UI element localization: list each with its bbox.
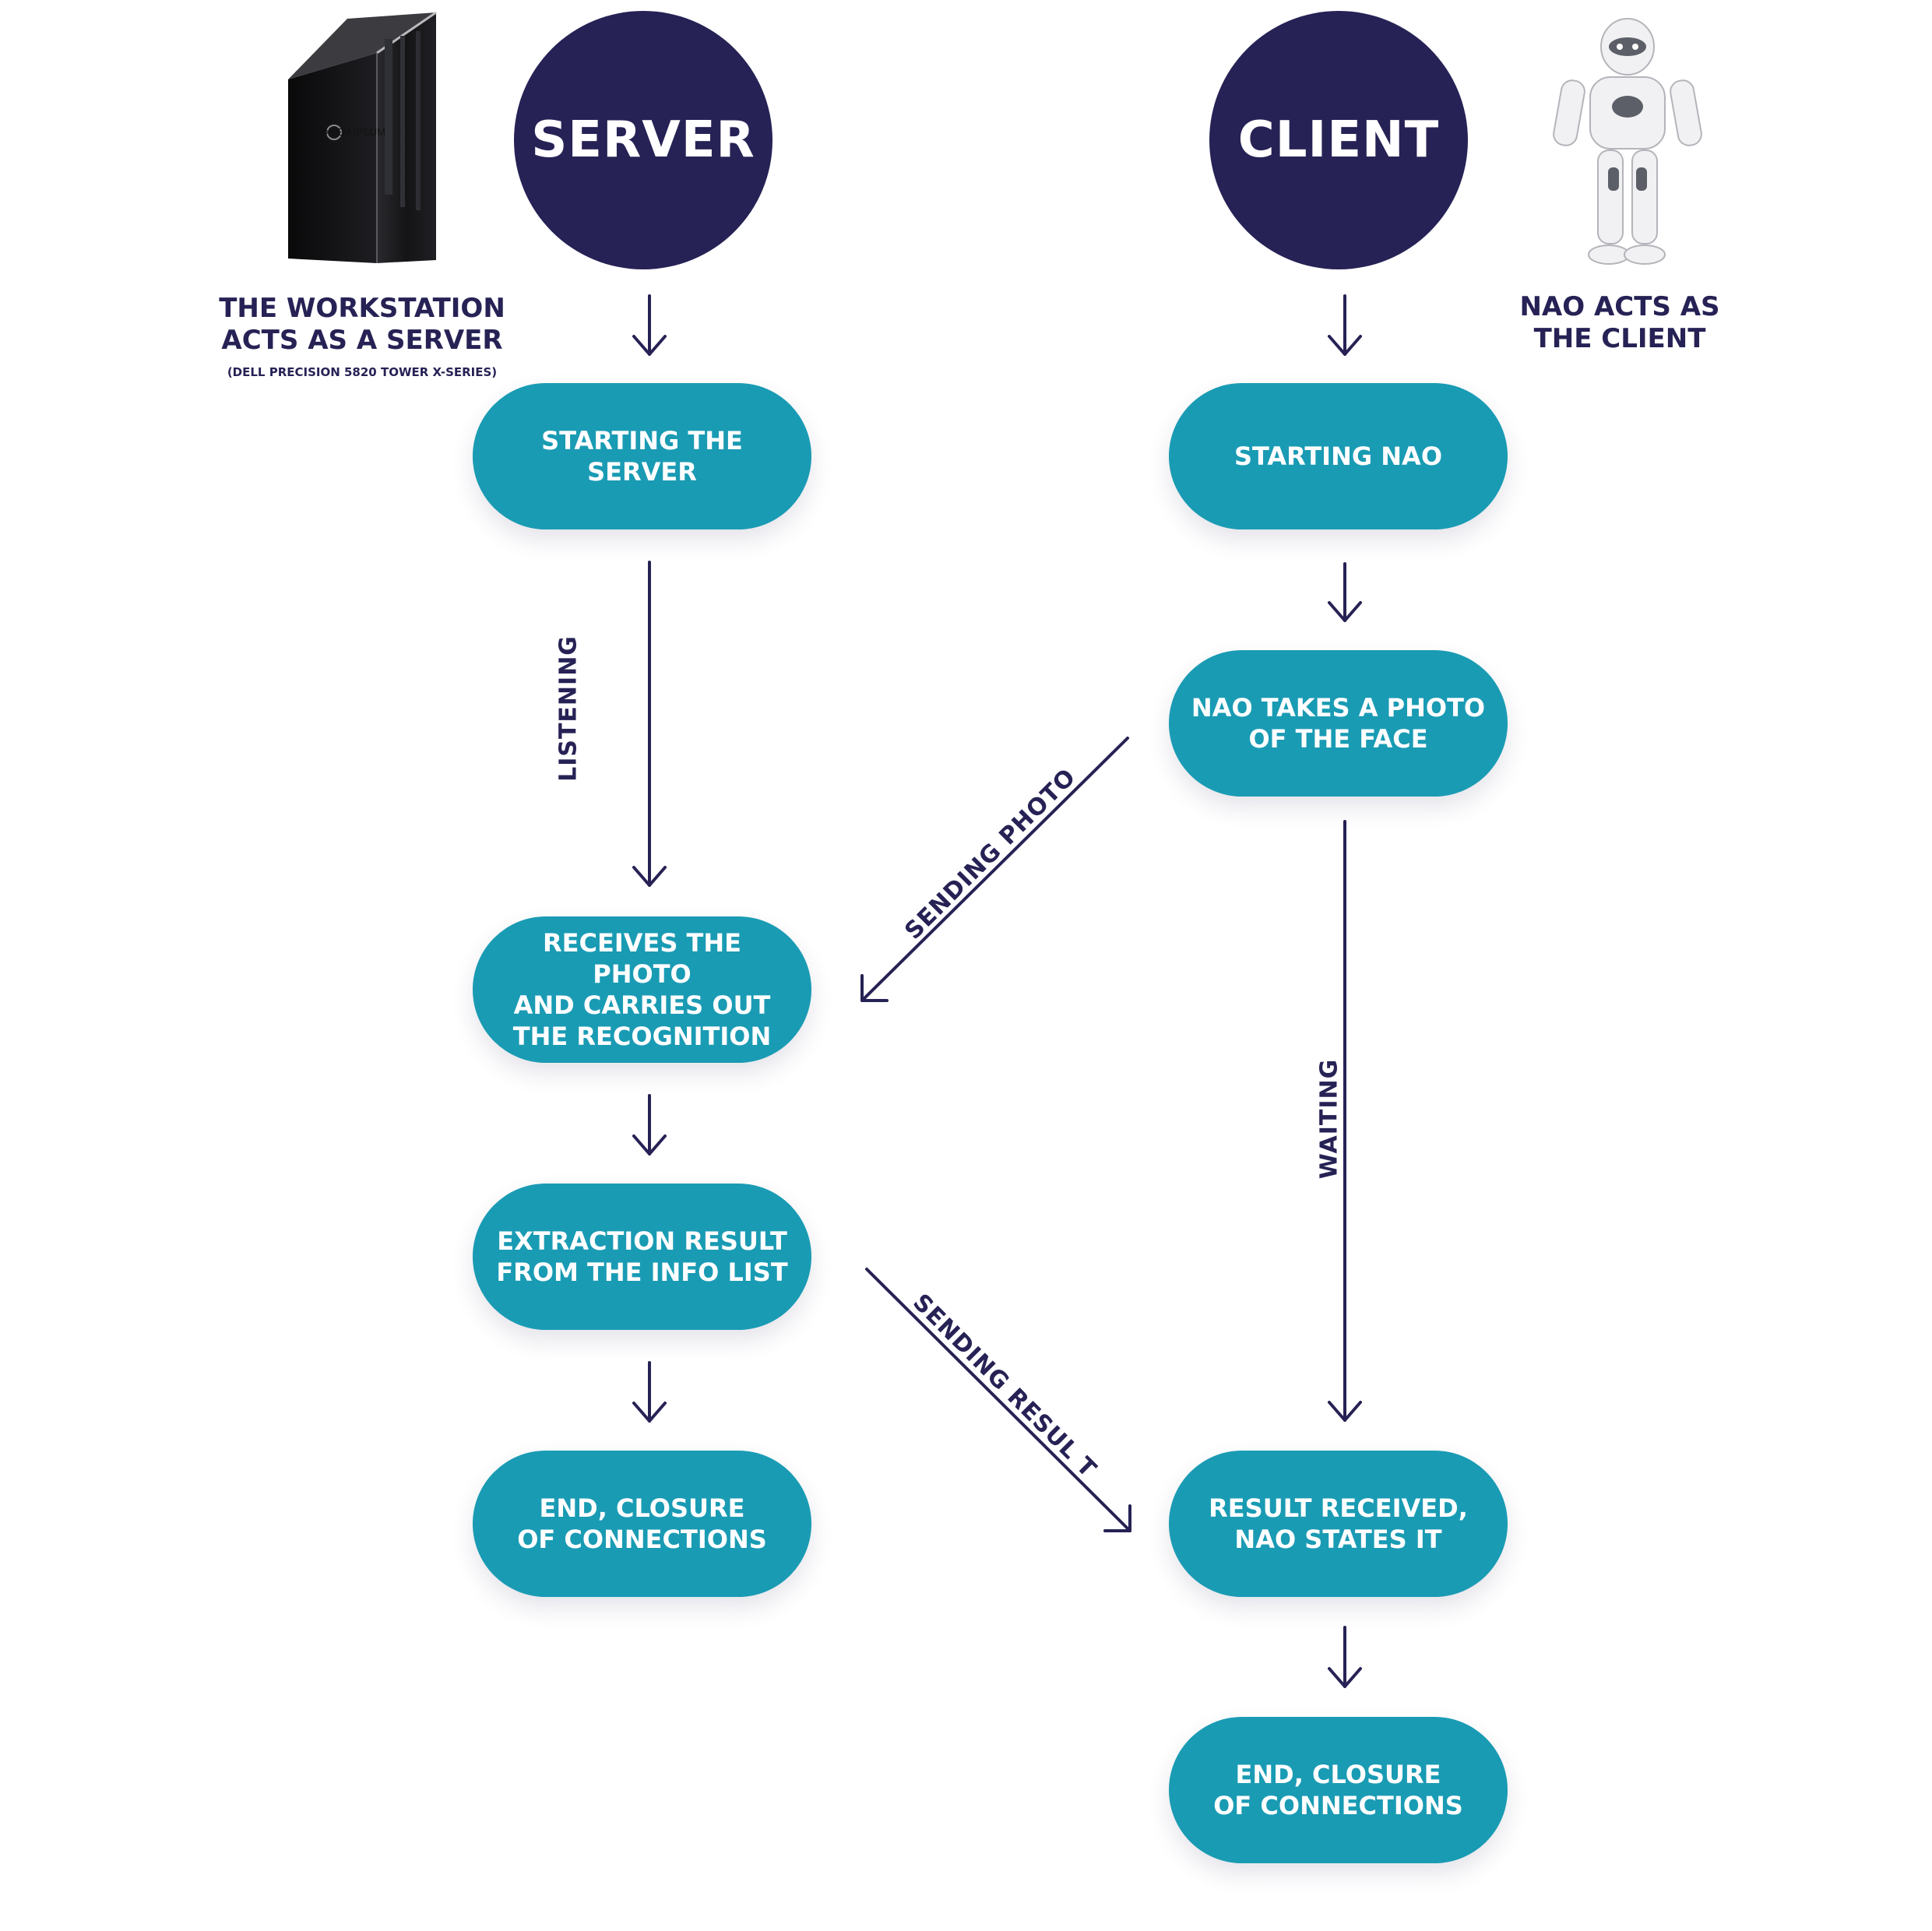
step-extraction-result: EXTRACTION RESULT FROM THE INFO LIST (473, 1184, 811, 1330)
client-title: CLIENT (1237, 111, 1440, 169)
client-caption: NAO ACTS AS THE CLIENT (1503, 291, 1737, 355)
workstation-tower-image: LOREM IPSUM (283, 8, 439, 265)
step-starting-nao: STARTING NAO (1169, 383, 1508, 529)
step-label-line2: FROM THE INFO LIST (496, 1257, 788, 1287)
client-caption-line1: NAO ACTS AS (1519, 291, 1720, 322)
step-starting-server: STARTING THE SERVER (473, 383, 811, 529)
server-caption: THE WORKSTATION ACTS AS A SERVER (DELL P… (214, 293, 510, 380)
server-title: SERVER (531, 111, 755, 169)
step-nao-takes-photo: NAO TAKES A PHOTO OF THE FACE (1169, 650, 1508, 797)
client-title-circle: CLIENT (1209, 11, 1468, 269)
step-server-end: END, CLOSURE OF CONNECTIONS (473, 1451, 811, 1597)
server-caption-line2: ACTS AS A SERVER (221, 325, 503, 356)
step-client-end: END, CLOSURE OF CONNECTIONS (1169, 1717, 1508, 1863)
server-caption-line1: THE WORKSTATION (219, 293, 505, 324)
step-label-line1: RESULT RECEIVED, (1209, 1493, 1468, 1523)
arrow-client-start-to-photo (1328, 562, 1362, 622)
arrow-server-title-to-start (632, 294, 667, 356)
arrow-server-extract-to-end (632, 1361, 667, 1423)
server-tower-icon (288, 11, 437, 263)
arrow-server-receive-to-extract (632, 1094, 667, 1155)
server-title-circle: SERVER (514, 11, 772, 269)
tower-logo-text: LOREM IPSUM (315, 126, 386, 138)
step-label-line3: THE RECOGNITION (512, 1022, 772, 1051)
step-label-line2: OF THE FACE (1248, 724, 1428, 754)
arrow-client-result-to-end (1328, 1626, 1362, 1688)
edge-label-listening: LISTENING (554, 635, 582, 782)
step-label-line1: END, CLOSURE (539, 1493, 745, 1523)
step-label-line1: END, CLOSURE (1235, 1760, 1441, 1789)
step-result-received: RESULT RECEIVED, NAO STATES IT (1169, 1451, 1508, 1597)
arrow-sending-result (865, 1268, 1131, 1532)
edge-label-waiting: WAITING (1315, 1058, 1343, 1180)
arrow-sending-photo (860, 737, 1129, 1002)
server-caption-model: (DELL PRECISION 5820 TOWER X-SERIES) (227, 365, 498, 379)
arrow-server-start-to-receive (632, 561, 667, 887)
arrow-client-photo-to-result (1328, 820, 1362, 1422)
arrow-client-title-to-start (1328, 294, 1362, 356)
step-label-line2: OF CONNECTIONS (1213, 1791, 1463, 1820)
robot-icon (1553, 18, 1702, 265)
step-label-line2: NAO STATES IT (1234, 1525, 1442, 1554)
nao-robot-image (1542, 12, 1713, 273)
step-label-line1: NAO TAKES A PHOTO (1191, 693, 1486, 723)
step-label-line1: EXTRACTION RESULT (497, 1226, 787, 1256)
step-label: STARTING NAO (1233, 441, 1443, 471)
client-caption-line2: THE CLIENT (1533, 323, 1706, 354)
step-label-line2: AND CARRIES OUT (513, 990, 771, 1020)
step-label: STARTING THE SERVER (541, 426, 743, 487)
step-receives-photo: RECEIVES THE PHOTO AND CARRIES OUT THE R… (473, 916, 811, 1063)
step-label-line2: OF CONNECTIONS (517, 1525, 767, 1554)
step-label-line1: RECEIVES THE PHOTO (542, 928, 742, 989)
